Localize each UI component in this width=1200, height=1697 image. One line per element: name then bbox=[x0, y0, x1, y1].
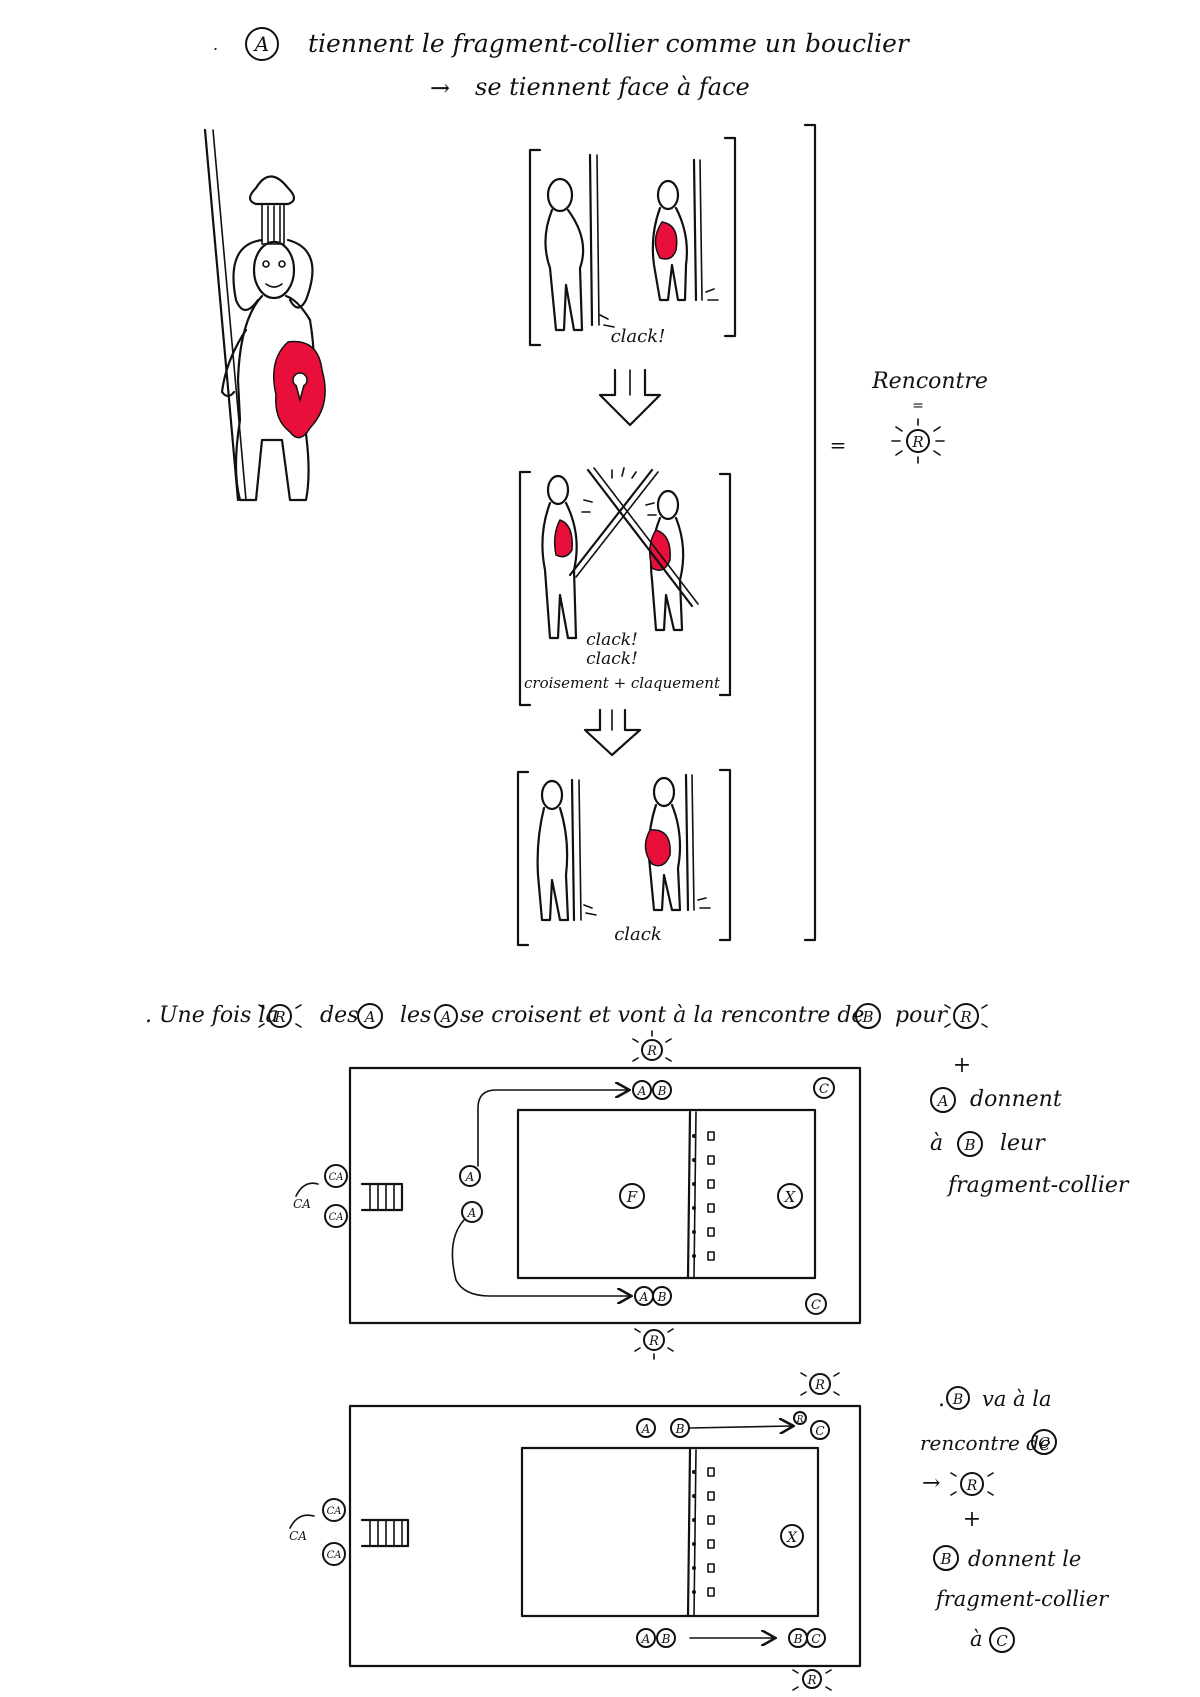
spear bbox=[203, 128, 240, 502]
field-1-left-a1: A bbox=[465, 1170, 475, 1184]
head bbox=[252, 240, 296, 300]
field-1-left-a2: A bbox=[467, 1206, 477, 1220]
field-1-bot-a: A bbox=[639, 1290, 649, 1304]
field-1-c-top: C bbox=[819, 1082, 829, 1097]
note-2-arrow: → bbox=[922, 1471, 940, 1496]
field-2-ca-arc: CA bbox=[289, 1529, 307, 1543]
field-2-bot-c: C bbox=[811, 1632, 820, 1646]
note-2-line3: donnent le bbox=[968, 1547, 1081, 1571]
header-line2: se tiennent face à face bbox=[475, 73, 750, 101]
sentence-t5: pour bbox=[895, 1003, 948, 1028]
field-1-ca-arc: CA bbox=[293, 1197, 311, 1211]
result-label: Rencontre bbox=[871, 369, 988, 394]
note-2-plus: + bbox=[963, 1507, 981, 1532]
field-1-top-a: A bbox=[637, 1084, 647, 1098]
note-2-line1-pre: . bbox=[938, 1387, 945, 1412]
panel-3-caption: clack bbox=[614, 924, 662, 945]
headdress bbox=[248, 175, 296, 206]
sentence-r1: R bbox=[273, 1008, 285, 1026]
panel-1: clack! bbox=[528, 136, 737, 347]
note-2-r: R bbox=[966, 1478, 978, 1494]
field-1-ca1: CA bbox=[329, 1172, 344, 1183]
sentence-r2: R bbox=[959, 1008, 971, 1026]
note-1-a: A bbox=[936, 1092, 949, 1110]
note-1-line3: fragment-collier bbox=[946, 1173, 1130, 1198]
panel-2-caption-2: clack! bbox=[586, 649, 638, 669]
field-2-bot-a: A bbox=[641, 1632, 651, 1646]
svg-text:=: = bbox=[912, 398, 924, 414]
header-arrow: → bbox=[430, 74, 450, 102]
note-1-b: B bbox=[963, 1136, 975, 1154]
field-2-outer bbox=[348, 1404, 862, 1668]
field-2-bot-b2: B bbox=[793, 1632, 803, 1646]
down-arrow-2 bbox=[583, 708, 642, 757]
field-2-bot-b: B bbox=[661, 1632, 671, 1646]
field-2-ca1: CA bbox=[327, 1506, 342, 1517]
field-1: F X R R A B A B A A C C bbox=[293, 1030, 862, 1360]
panel-2-caption-1: clack! bbox=[586, 630, 638, 650]
panel-1-caption: clack! bbox=[611, 326, 666, 347]
header-line1: tiennent le fragment-collier comme un bo… bbox=[308, 29, 911, 58]
field-1-ca2: CA bbox=[329, 1212, 344, 1223]
note-2-c2: C bbox=[996, 1632, 1008, 1650]
field-2-ca2: CA bbox=[327, 1550, 342, 1561]
field-1-r-bottom: R bbox=[648, 1334, 659, 1349]
field-1-top-b: B bbox=[657, 1084, 667, 1098]
body bbox=[234, 294, 315, 502]
field-1-bot-b: B bbox=[657, 1290, 667, 1304]
equals-sign: = bbox=[830, 433, 847, 457]
note-1-line2-post: leur bbox=[1000, 1131, 1046, 1156]
sentence-b1: B bbox=[861, 1008, 873, 1026]
field-2: X R A B R C A B B C R CA CA bbox=[289, 1372, 862, 1691]
note-1-plus: + bbox=[953, 1053, 971, 1078]
group-bracket bbox=[803, 123, 817, 942]
warrior-figure bbox=[203, 128, 326, 502]
field-1-arrow-bottom bbox=[451, 1219, 630, 1296]
field-1-outer bbox=[348, 1066, 862, 1325]
note-2-b2: B bbox=[939, 1550, 951, 1568]
field-1-r-top: R bbox=[646, 1044, 657, 1059]
field-2-top-c: C bbox=[815, 1424, 824, 1438]
sentence-t2: des bbox=[320, 1003, 358, 1028]
result: = Rencontre = R bbox=[803, 123, 988, 942]
field-1-inner bbox=[516, 1108, 817, 1280]
note-2-b1: B bbox=[952, 1392, 963, 1408]
field-1-c-bottom: C bbox=[811, 1298, 821, 1313]
note-1-line2-pre: à bbox=[930, 1131, 943, 1156]
field-1-x: X bbox=[784, 1188, 797, 1206]
field-2-r-top: R bbox=[814, 1378, 825, 1393]
sentence-a2: A bbox=[439, 1008, 452, 1026]
note-2-line5: à bbox=[970, 1627, 983, 1651]
note-2-c1: C bbox=[1038, 1434, 1050, 1452]
note-2-line4: fragment-collier bbox=[934, 1587, 1110, 1611]
field-2-top-a: A bbox=[641, 1422, 651, 1436]
result-symbol: R bbox=[911, 433, 923, 451]
sentence-t1: . Une fois la bbox=[145, 1003, 279, 1028]
header-subject: A bbox=[253, 32, 269, 56]
field-1-arrow-top bbox=[477, 1090, 628, 1167]
note-2: . B va à la rencontre de C → R + B donne… bbox=[920, 1386, 1110, 1653]
svg-text:.: . bbox=[213, 35, 218, 54]
header-subject-circle bbox=[245, 27, 279, 61]
field-2-r-bottom: R bbox=[806, 1673, 816, 1687]
field-1-f: F bbox=[626, 1188, 638, 1206]
field-2-top-b: B bbox=[675, 1422, 685, 1436]
field-2-x: X bbox=[786, 1530, 798, 1546]
sentence-t3: les bbox=[400, 1003, 431, 1028]
note-2-line2: rencontre de bbox=[920, 1431, 1051, 1455]
sentence-a1: A bbox=[363, 1008, 376, 1026]
note-2-line1: va à la bbox=[982, 1387, 1052, 1411]
panel-3: clack bbox=[516, 768, 732, 947]
field-2-inner bbox=[520, 1446, 820, 1618]
header: . A tiennent le fragment-collier comme u… bbox=[213, 27, 911, 102]
down-arrow-1 bbox=[598, 368, 662, 427]
note-1: + A donnent à B leur fragment-collier bbox=[930, 1053, 1130, 1198]
panel-2-caption-3: croisement + claquement bbox=[524, 674, 721, 692]
sentence: . Une fois la R des A les A se croisent … bbox=[145, 1003, 988, 1029]
field-2-r-small: R bbox=[796, 1415, 804, 1425]
note-1-line1: donnent bbox=[970, 1087, 1062, 1112]
panel-2: clack! clack! croisement + claquement bbox=[518, 467, 732, 707]
sentence-t4: se croisent et vont à la rencontre de bbox=[460, 1003, 864, 1028]
